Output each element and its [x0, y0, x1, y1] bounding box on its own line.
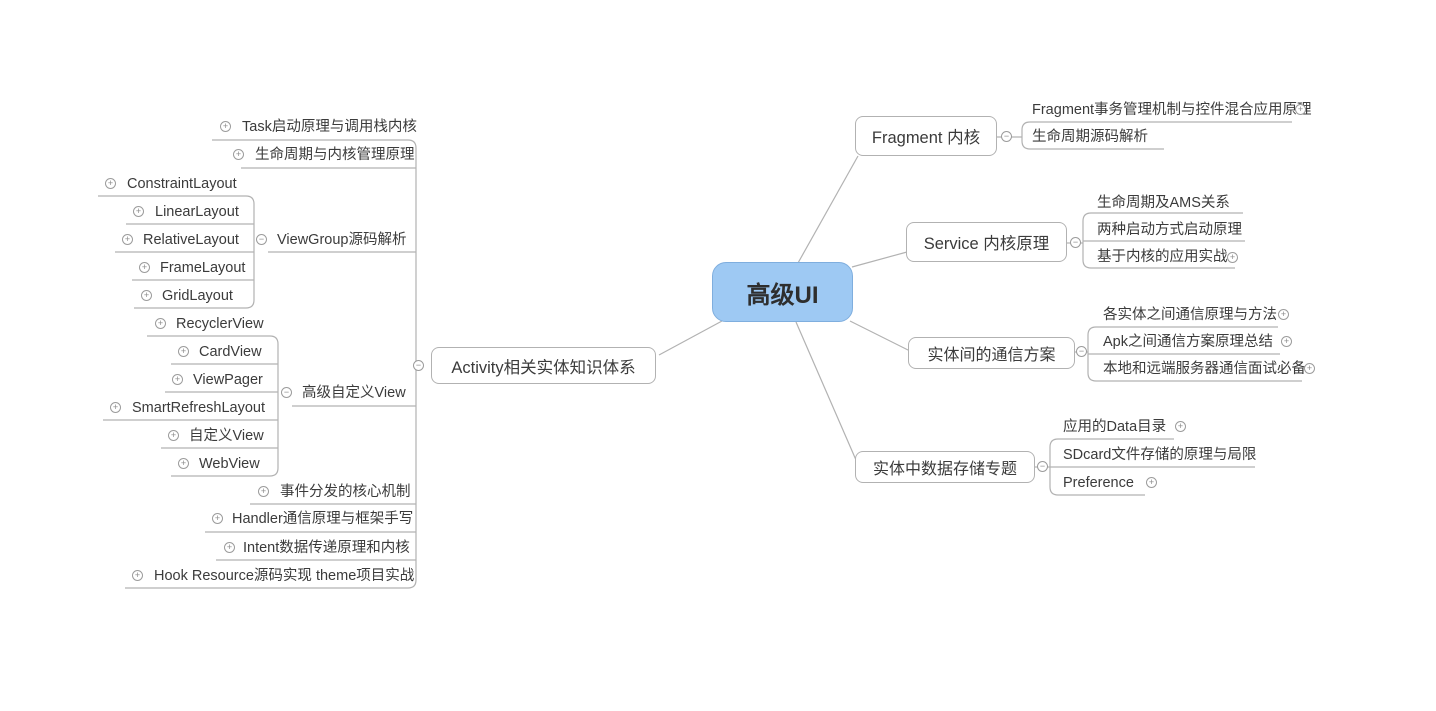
expand-icon-card[interactable]: +	[178, 346, 189, 357]
expand-icon-storage-data[interactable]: +	[1175, 421, 1186, 432]
expand-icon-frame[interactable]: +	[139, 262, 150, 273]
collapse-icon-custom-view-group[interactable]: −	[281, 387, 292, 398]
topic-hook-resource[interactable]: Hook Resource源码实现 theme项目实战	[154, 568, 415, 584]
expand-icon-event[interactable]: +	[258, 486, 269, 497]
collapse-icon-viewgroup[interactable]: −	[256, 234, 267, 245]
topic-recycler-view[interactable]: RecyclerView	[176, 316, 264, 332]
topic-storage[interactable]: 实体中数据存储专题	[855, 451, 1035, 483]
expand-icon-fragment-tx[interactable]: +	[1295, 104, 1306, 115]
topic-handler[interactable]: Handler通信原理与框架手写	[232, 511, 414, 527]
edge-root-activity	[658, 320, 723, 356]
expand-icon-lifecycle-kernel[interactable]: +	[233, 149, 244, 160]
topic-relative-layout[interactable]: RelativeLayout	[143, 232, 239, 248]
topic-fragment-tx[interactable]: Fragment事务管理机制与控件混合应用原理	[1032, 102, 1312, 118]
topic-event-dispatch[interactable]: 事件分发的核心机制	[280, 484, 411, 500]
expand-icon-smart[interactable]: +	[110, 402, 121, 413]
topic-comm[interactable]: 实体间的通信方案	[908, 337, 1075, 369]
expand-icon-recycler[interactable]: +	[155, 318, 166, 329]
expand-icon-viewpager[interactable]: +	[172, 374, 183, 385]
edge-root-storage	[795, 321, 857, 461]
edge-root-fragment	[797, 155, 859, 264]
expand-icon-handler[interactable]: +	[212, 513, 223, 524]
expand-icon-linear[interactable]: +	[133, 206, 144, 217]
topic-fragment[interactable]: Fragment 内核	[855, 116, 997, 156]
topic-service-practice[interactable]: 基于内核的应用实战	[1097, 249, 1228, 265]
expand-icon-task[interactable]: +	[220, 121, 231, 132]
expand-icon-intent[interactable]: +	[224, 542, 235, 553]
topic-comm-methods[interactable]: 各实体之间通信原理与方法	[1103, 307, 1277, 323]
topic-service-start[interactable]: 两种启动方式启动原理	[1097, 222, 1242, 238]
topic-task[interactable]: Task启动原理与调用栈内核	[242, 119, 417, 135]
expand-icon-service-practice[interactable]: +	[1227, 252, 1238, 263]
topic-smart-refresh[interactable]: SmartRefreshLayout	[132, 400, 265, 416]
collapse-icon-activity[interactable]: −	[413, 360, 424, 371]
expand-icon-grid[interactable]: +	[141, 290, 152, 301]
collapse-icon-fragment[interactable]: −	[1001, 131, 1012, 142]
topic-service-ams[interactable]: 生命周期及AMS关系	[1097, 195, 1230, 211]
edge-root-service	[851, 251, 908, 268]
collapse-icon-service[interactable]: −	[1070, 237, 1081, 248]
topic-intent[interactable]: Intent数据传递原理和内核	[243, 540, 410, 556]
topic-custom-view[interactable]: 自定义View	[189, 428, 264, 444]
topic-custom-view-group[interactable]: 高级自定义View	[302, 385, 406, 401]
expand-icon-webview[interactable]: +	[178, 458, 189, 469]
rail-custom-view	[147, 335, 279, 477]
collapse-icon-comm[interactable]: −	[1076, 346, 1087, 357]
topic-lifecycle-kernel[interactable]: 生命周期与内核管理原理	[255, 147, 415, 163]
rail-fragment	[1021, 121, 1292, 150]
expand-icon-relative[interactable]: +	[122, 234, 133, 245]
expand-icon-comm-methods[interactable]: +	[1278, 309, 1289, 320]
topic-storage-data[interactable]: 应用的Data目录	[1063, 419, 1167, 435]
topic-fragment-lifecycle[interactable]: 生命周期源码解析	[1032, 129, 1148, 145]
topic-grid-layout[interactable]: GridLayout	[162, 288, 233, 304]
expand-icon-hook[interactable]: +	[132, 570, 143, 581]
topic-storage-pref[interactable]: Preference	[1063, 475, 1134, 491]
central-topic[interactable]: 高级UI	[712, 262, 853, 322]
topic-constraint-layout[interactable]: ConstraintLayout	[127, 176, 237, 192]
topic-web-view[interactable]: WebView	[199, 456, 260, 472]
edge-root-comm	[849, 320, 911, 352]
topic-activity[interactable]: Activity相关实体知识体系	[431, 347, 656, 384]
topic-comm-remote[interactable]: 本地和远端服务器通信面试必备	[1103, 361, 1306, 377]
topic-frame-layout[interactable]: FrameLayout	[160, 260, 246, 276]
expand-icon-constraint[interactable]: +	[105, 178, 116, 189]
collapse-icon-storage[interactable]: −	[1037, 461, 1048, 472]
topic-storage-sdcard[interactable]: SDcard文件存储的原理与局限	[1063, 447, 1257, 463]
topic-view-pager[interactable]: ViewPager	[193, 372, 263, 388]
topic-linear-layout[interactable]: LinearLayout	[155, 204, 239, 220]
expand-icon-comm-remote[interactable]: +	[1304, 363, 1315, 374]
expand-icon-storage-pref[interactable]: +	[1146, 477, 1157, 488]
expand-icon-comm-apk[interactable]: +	[1281, 336, 1292, 347]
expand-icon-custom-view[interactable]: +	[168, 430, 179, 441]
topic-card-view[interactable]: CardView	[199, 344, 262, 360]
topic-service[interactable]: Service 内核原理	[906, 222, 1067, 262]
topic-comm-apk[interactable]: Apk之间通信方案原理总结	[1103, 334, 1273, 350]
topic-viewgroup[interactable]: ViewGroup源码解析	[277, 232, 407, 248]
